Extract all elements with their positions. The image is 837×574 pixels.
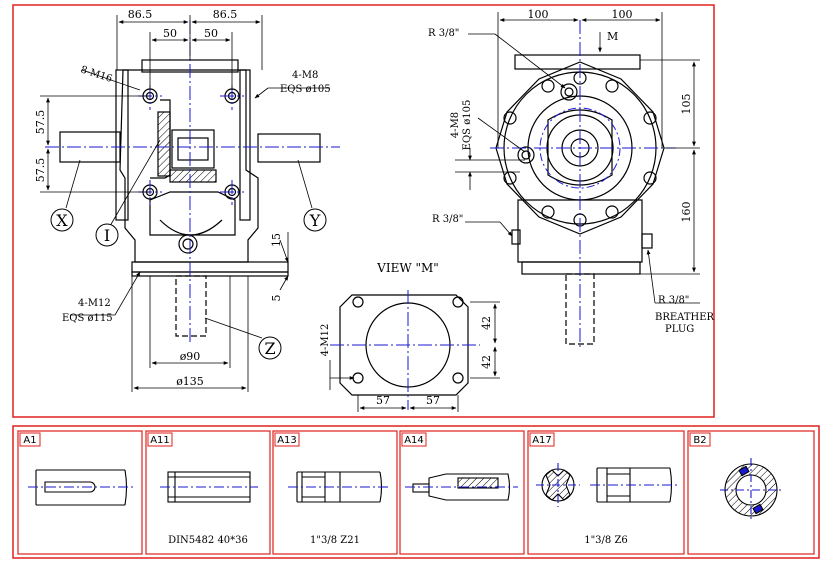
dim-5: 5 — [270, 295, 283, 302]
option-a14-shaft — [405, 473, 518, 501]
side-note-4-m8: 4-M8 — [450, 112, 461, 138]
view-m-dimensions — [329, 301, 500, 412]
option-b2-section — [720, 458, 784, 522]
note-r38-top: R 3/8" — [428, 28, 459, 39]
note-plug: PLUG — [665, 324, 694, 335]
option-caption-a17: 1"3/8 Z6 — [584, 535, 628, 546]
dim-57-5-upper: 57.5 — [34, 110, 47, 135]
dim-57-5-lower: 57.5 — [34, 158, 47, 183]
view-m-centerlines — [330, 290, 480, 410]
dim-86-5-left: 86.5 — [128, 8, 153, 21]
option-code-a14: A14 — [404, 435, 424, 446]
options-frame — [12, 425, 820, 559]
option-a13-shaft — [288, 471, 390, 503]
note-r38-right: R 3/8" — [658, 295, 689, 306]
option-caption-a13: 1"3/8 Z21 — [310, 535, 360, 546]
view-m-dim-57-right: 57 — [426, 394, 440, 407]
note-eqs-105: EQS ø105 — [280, 84, 331, 95]
arrow-m-label: M — [607, 30, 618, 43]
dim-50-right: 50 — [204, 27, 218, 40]
front-callouts — [50, 208, 327, 360]
option-a11-shaft — [160, 471, 258, 503]
note-eqs-115: EQS ø115 — [62, 313, 113, 324]
front-texts: 86.5 86.5 50 50 57.5 57.5 15 5 ø90 ø135 … — [34, 8, 331, 388]
callout-i: I — [104, 226, 110, 245]
option-code-a13: A13 — [277, 435, 297, 446]
note-r38-left: R 3/8" — [432, 214, 463, 225]
dim-15: 15 — [270, 233, 283, 247]
view-m-dim-57-left: 57 — [376, 394, 390, 407]
option-tags — [19, 432, 711, 447]
side-dim-100-right: 100 — [612, 8, 633, 21]
dim-dia-90: ø90 — [180, 350, 201, 363]
callout-y: Y — [309, 211, 321, 230]
note-8-m16: 8-M16 — [79, 64, 114, 85]
view-m-note-4-m12: 4-M12 — [320, 324, 331, 357]
options-boxes — [17, 430, 815, 555]
side-dim-160: 160 — [680, 202, 693, 223]
callout-z: Z — [264, 339, 275, 358]
option-code-a17: A17 — [532, 435, 552, 446]
note-4-m8: 4-M8 — [292, 70, 318, 81]
side-note-eqs: EQS ø105 — [462, 100, 473, 151]
side-dimensions — [455, 12, 700, 304]
option-caption-a11: DIN5482 40*36 — [168, 535, 248, 546]
front-dimensions — [40, 15, 330, 392]
dim-dia-135: ø135 — [176, 375, 204, 388]
view-m-texts: VIEW "M" 42 42 57 57 4-M12 — [320, 261, 493, 407]
note-breather: BREATHER — [655, 312, 715, 323]
option-code-a11: A11 — [150, 435, 170, 446]
callout-x: X — [56, 211, 68, 230]
main-drawing-frame — [12, 4, 715, 418]
view-m-title: VIEW "M" — [376, 261, 439, 275]
side-dim-100-left: 100 — [528, 8, 549, 21]
note-4-m12: 4-M12 — [78, 298, 111, 309]
side-texts: 100 100 105 160 R 3/8" R 3/8" R 3/8" BRE… — [428, 8, 715, 335]
option-tag-texts: A1 A11 A13 A14 A17 B2 DIN5482 40*36 1"3/… — [23, 435, 706, 546]
dim-86-5-right: 86.5 — [213, 8, 238, 21]
option-a17-shaft — [536, 463, 680, 507]
side-centerlines — [490, 20, 676, 350]
side-dim-105: 105 — [680, 94, 693, 115]
option-a1-shaft — [28, 469, 135, 506]
view-m-dim-42-lower: 42 — [480, 355, 493, 369]
view-m-dim-42-upper: 42 — [480, 316, 493, 330]
option-code-a1: A1 — [23, 435, 36, 446]
dim-50-left: 50 — [163, 27, 177, 40]
option-code-b2: B2 — [693, 435, 706, 446]
